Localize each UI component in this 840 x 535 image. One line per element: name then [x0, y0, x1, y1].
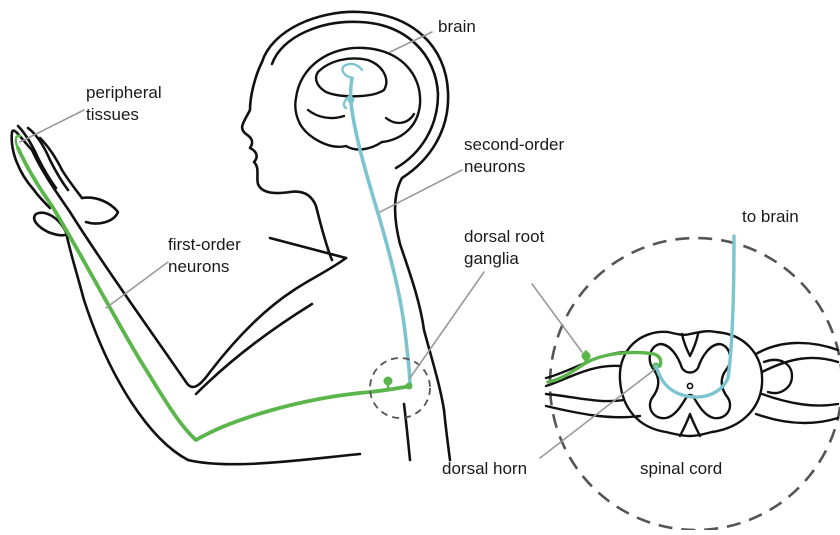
leader-second-order: [380, 170, 462, 212]
label-second-order-line2: neurons: [464, 156, 525, 178]
label-spinal-cord: spinal cord: [640, 458, 722, 480]
label-peripheral-line2: tissues: [86, 104, 139, 126]
label-first-order-line2: neurons: [168, 256, 229, 278]
label-first-order-line1: first-order: [168, 234, 241, 256]
leader-first-order: [106, 262, 168, 308]
label-drg-line1: dorsal root: [464, 226, 544, 248]
inset-dorsal-root-ganglion: [582, 352, 591, 361]
leader-drg-body: [410, 272, 484, 378]
label-second-order-line1: second-order: [464, 134, 564, 156]
central-canal: [687, 383, 692, 388]
leader-brain: [390, 32, 432, 52]
label-brain: brain: [438, 16, 476, 38]
inset-zoom-circle: [550, 238, 840, 530]
label-to-brain: to brain: [742, 206, 799, 228]
synapse-dot-body: [406, 383, 413, 390]
second-order-neuron: [342, 64, 410, 386]
label-dorsal-horn: dorsal horn: [442, 458, 527, 480]
brain-neuron-soma: [348, 97, 355, 104]
label-peripheral-line1: peripheral: [86, 82, 162, 104]
first-order-neuron: [16, 136, 410, 440]
label-drg-line2: ganglia: [464, 248, 519, 270]
dorsal-root-ganglion-body: [384, 377, 393, 386]
leader-peripheral: [20, 110, 84, 142]
